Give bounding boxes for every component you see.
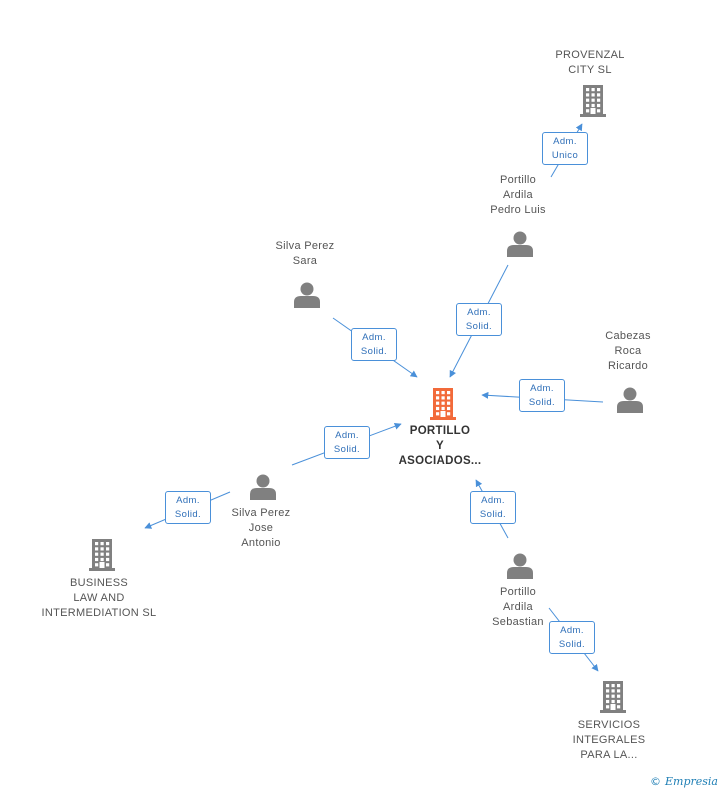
- node-label-center[interactable]: PORTILLO Y ASOCIADOS...: [385, 424, 495, 469]
- node-label-line: ASOCIADOS...: [398, 455, 482, 467]
- role-badge-cabezas-center[interactable]: Adm. Solid.: [519, 379, 565, 412]
- servicios-building-icon[interactable]: [600, 681, 626, 713]
- node-label-line: Roca: [614, 345, 642, 357]
- node-label-servicios[interactable]: SERVICIOS INTEGRALES PARA LA...: [559, 718, 659, 763]
- role-badge-jose-center[interactable]: Adm. Solid.: [324, 426, 370, 459]
- node-label-line: INTEGRALES: [572, 734, 646, 746]
- role-badge-sebastian-servicios[interactable]: Adm. Solid.: [549, 621, 595, 654]
- node-label-line: Cabezas: [605, 330, 651, 342]
- node-label-line: SERVICIOS: [577, 719, 641, 731]
- node-label-pedro-luis[interactable]: Portillo Ardila Pedro Luis: [468, 173, 568, 218]
- center-building-icon[interactable]: [430, 388, 456, 420]
- node-label-line: Jose: [248, 522, 274, 534]
- node-label-line: Antonio: [241, 537, 281, 549]
- node-label-line: Sara: [292, 255, 318, 267]
- node-label-line: Ardila: [503, 601, 533, 613]
- node-label-line: CITY SL: [568, 64, 612, 76]
- node-label-line: Pedro Luis: [490, 204, 546, 216]
- provenzal-building-icon[interactable]: [580, 85, 606, 117]
- role-badge-line: Adm.: [467, 307, 491, 318]
- pedro-luis-person-icon[interactable]: [507, 231, 533, 258]
- node-label-line: PARA LA...: [580, 749, 638, 761]
- role-badge-line: Solid.: [528, 397, 556, 408]
- cabezas-person-icon[interactable]: [617, 387, 643, 414]
- node-label-line: Ardila: [503, 189, 533, 201]
- node-label-line: Portillo: [499, 174, 537, 186]
- node-label-line: LAW AND: [73, 592, 125, 604]
- role-badge-line: Adm.: [481, 495, 505, 506]
- role-badge-line: Unico: [551, 150, 579, 161]
- empresia-brand[interactable]: © Empresia: [650, 775, 718, 788]
- node-label-line: PORTILLO: [409, 425, 471, 437]
- node-label-line: PROVENZAL: [555, 49, 625, 61]
- role-badge-line: Solid.: [558, 639, 586, 650]
- role-badge-line: Solid.: [479, 509, 507, 520]
- role-badge-pedro-center[interactable]: Adm. Solid.: [456, 303, 502, 336]
- role-badge-line: Adm.: [553, 136, 577, 147]
- jose-antonio-person-icon[interactable]: [250, 474, 276, 501]
- role-badge-line: Solid.: [174, 509, 202, 520]
- role-badge-line: Solid.: [360, 346, 388, 357]
- node-label-line: Y: [436, 440, 444, 452]
- role-badge-line: Adm.: [560, 625, 584, 636]
- role-badge-line: Solid.: [465, 321, 493, 332]
- business-law-building-icon[interactable]: [89, 539, 115, 571]
- role-badge-line: Adm.: [176, 495, 200, 506]
- role-badge-line: Adm.: [362, 332, 386, 343]
- node-label-line: Silva Perez: [231, 507, 291, 519]
- node-label-line: BUSINESS: [69, 577, 129, 589]
- role-badge-line: Adm.: [530, 383, 554, 394]
- node-label-provenzal[interactable]: PROVENZAL CITY SL: [540, 48, 640, 78]
- role-badge-line: Adm.: [335, 430, 359, 441]
- node-label-business-law[interactable]: BUSINESS LAW AND INTERMEDIATION SL: [34, 576, 164, 621]
- node-label-line: INTERMEDIATION SL: [41, 607, 157, 619]
- node-label-line: Silva Perez: [275, 240, 335, 252]
- node-label-line: Ricardo: [607, 360, 648, 372]
- role-badge-jose-business[interactable]: Adm. Solid.: [165, 491, 211, 524]
- node-label-line: Portillo: [499, 586, 537, 598]
- brand-name: Empresia: [665, 775, 718, 788]
- role-badge-line: Solid.: [333, 444, 361, 455]
- node-label-jose-antonio[interactable]: Silva Perez Jose Antonio: [211, 506, 311, 551]
- sebastian-person-icon[interactable]: [507, 553, 533, 580]
- role-badge-sara-center[interactable]: Adm. Solid.: [351, 328, 397, 361]
- node-label-line: Sebastian: [492, 616, 544, 628]
- node-label-sebastian[interactable]: Portillo Ardila Sebastian: [468, 585, 568, 630]
- node-label-cabezas[interactable]: Cabezas Roca Ricardo: [578, 329, 678, 374]
- copyright-icon: ©: [650, 775, 661, 788]
- role-badge-pedro-provenzal[interactable]: Adm. Unico: [542, 132, 588, 165]
- sara-person-icon[interactable]: [294, 282, 320, 309]
- role-badge-sebastian-center[interactable]: Adm. Solid.: [470, 491, 516, 524]
- node-label-sara[interactable]: Silva Perez Sara: [255, 239, 355, 269]
